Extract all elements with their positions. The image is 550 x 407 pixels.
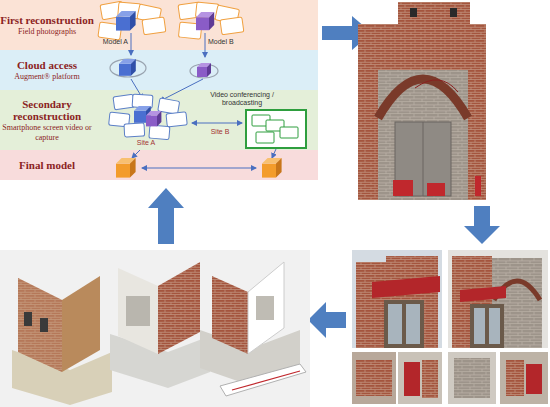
annotation-label: Site A [126, 139, 166, 147]
band-heading: Final model [0, 150, 94, 180]
band-heading: Secondary reconstructionSmartphone scree… [0, 90, 94, 150]
band-title: First reconstruction [0, 14, 94, 26]
band-heading: First reconstructionField photographs [0, 0, 94, 50]
annotation-label: Site B [198, 128, 242, 136]
stage-band: Cloud accessAugment® platform [0, 50, 318, 90]
band-subtitle: Field photographs [18, 27, 76, 36]
annotation-label: Model B [208, 38, 248, 46]
stage-band: Final model [0, 150, 318, 180]
band-title: Final model [19, 159, 75, 171]
stage-band: First reconstructionField photographs [0, 0, 318, 50]
annotation-label: Model A [92, 38, 128, 46]
band-subtitle: Smartphone screen video or capture [0, 123, 94, 141]
stage-band: Secondary reconstructionSmartphone scree… [0, 90, 318, 150]
annotation-label: Video conferencing / broadcasting [192, 91, 292, 107]
band-heading: Cloud accessAugment® platform [0, 50, 94, 90]
band-title: Cloud access [17, 59, 77, 71]
band-subtitle: Augment® platform [14, 72, 79, 81]
band-title: Secondary reconstruction [0, 98, 94, 122]
